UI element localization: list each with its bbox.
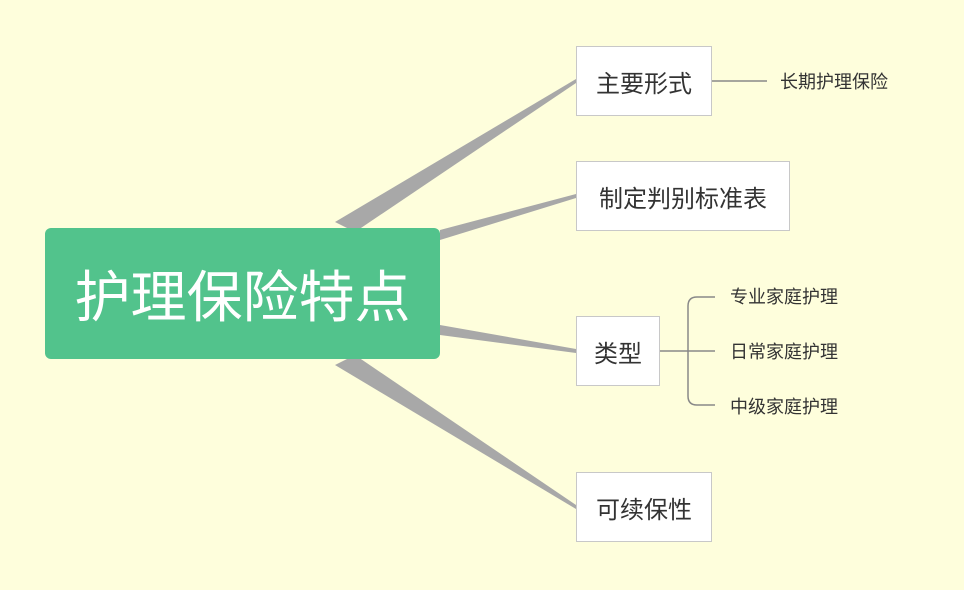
branch-node-main-form[interactable]: 主要形式: [576, 46, 712, 116]
bracket-connector: [687, 296, 715, 406]
branch-node-renewability[interactable]: 可续保性: [576, 472, 712, 542]
leaf-node[interactable]: 长期护理保险: [780, 72, 888, 93]
leaf-node[interactable]: 中级家庭护理: [730, 397, 838, 418]
branch-node-types[interactable]: 类型: [576, 316, 660, 386]
branch-connector: [335, 355, 576, 509]
branch-connector: [440, 325, 576, 353]
leaf-node[interactable]: 日常家庭护理: [730, 342, 838, 363]
leaf-node[interactable]: 专业家庭护理: [730, 287, 838, 308]
root-node[interactable]: 护理保险特点: [45, 228, 440, 359]
branch-node-criteria-table[interactable]: 制定判别标准表: [576, 161, 790, 231]
branch-connector: [440, 194, 576, 240]
branch-connector: [335, 79, 576, 232]
